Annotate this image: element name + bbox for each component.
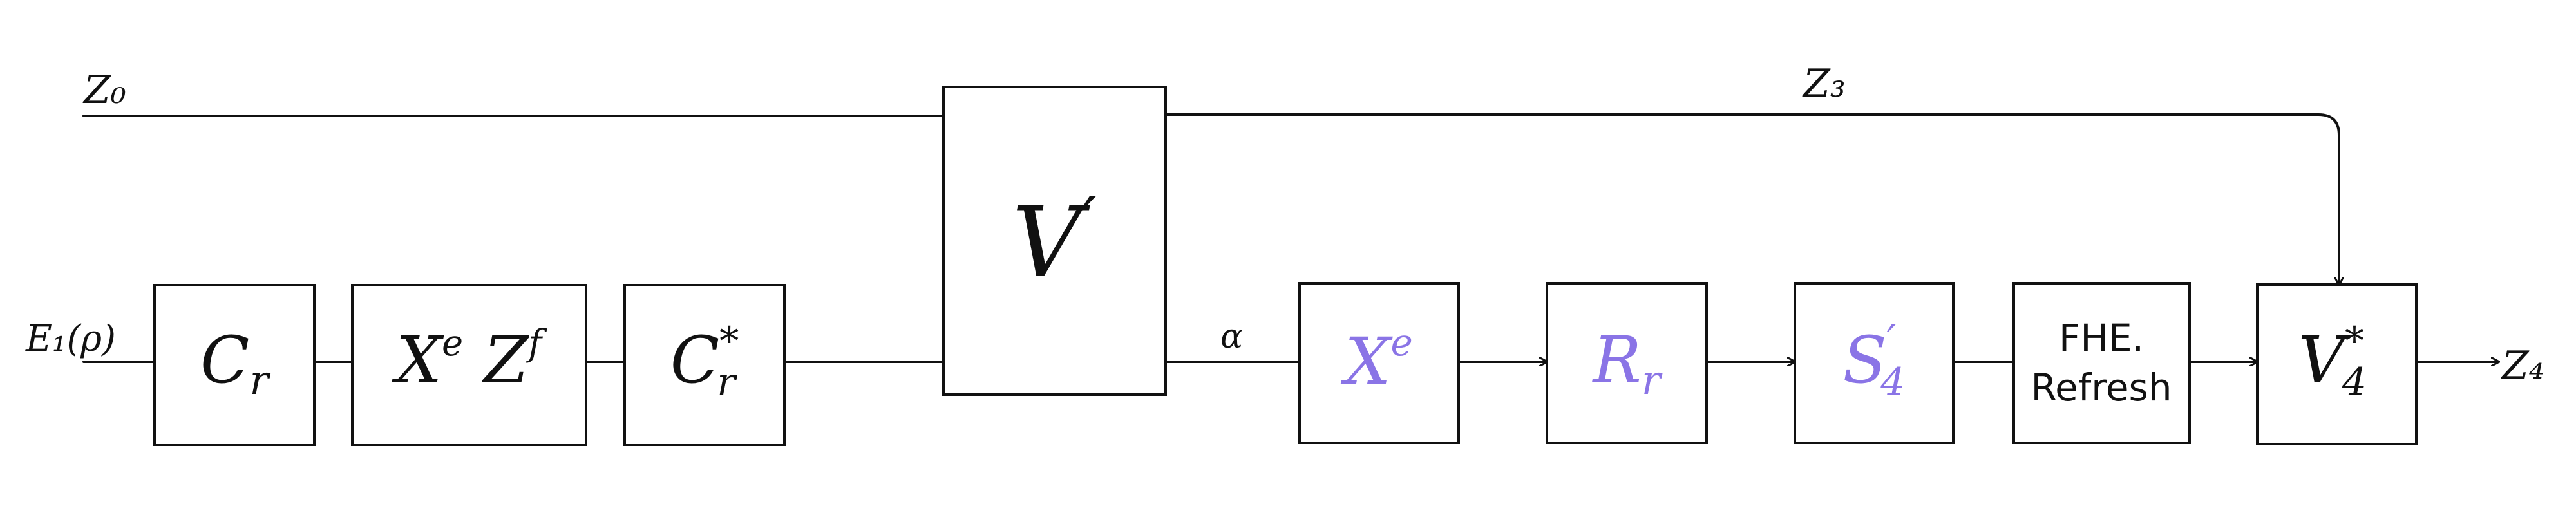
block-xe-label: Xe [1340, 321, 1413, 399]
block-cr [153, 284, 316, 446]
block-fhe-line2: Refresh [2031, 366, 2172, 409]
block-fhe-line1: FHE. [2059, 316, 2144, 360]
block-rr-label: Rr [1592, 323, 1663, 404]
block-xz-label: Xe Zf [392, 323, 548, 398]
block-v4star [2256, 283, 2418, 445]
label-z4: Z₄ [2501, 343, 2544, 388]
block-v4star-label: V*4 [2298, 319, 2367, 405]
label-alpha: α [1220, 317, 1243, 356]
block-fhe-refresh [2012, 282, 2191, 444]
block-vprime [942, 86, 1167, 396]
block-crstar-label: C*r [670, 319, 739, 405]
block-xe [1298, 282, 1460, 444]
block-xz [351, 284, 587, 446]
wire-vprime-to-v4star [1164, 113, 2339, 286]
block-s4prime [1794, 282, 1955, 444]
block-crstar [623, 284, 786, 446]
block-s4prime-label: S′4 [1842, 317, 1905, 405]
block-vprime-label: V′ [1012, 183, 1096, 299]
label-z0: Z₀ [82, 68, 126, 113]
block-cr-label: Cr [200, 323, 271, 404]
block-rr [1546, 282, 1708, 444]
label-z3: Z₃ [1802, 61, 1846, 106]
label-e1-rho: E₁(ρ) [25, 318, 116, 360]
